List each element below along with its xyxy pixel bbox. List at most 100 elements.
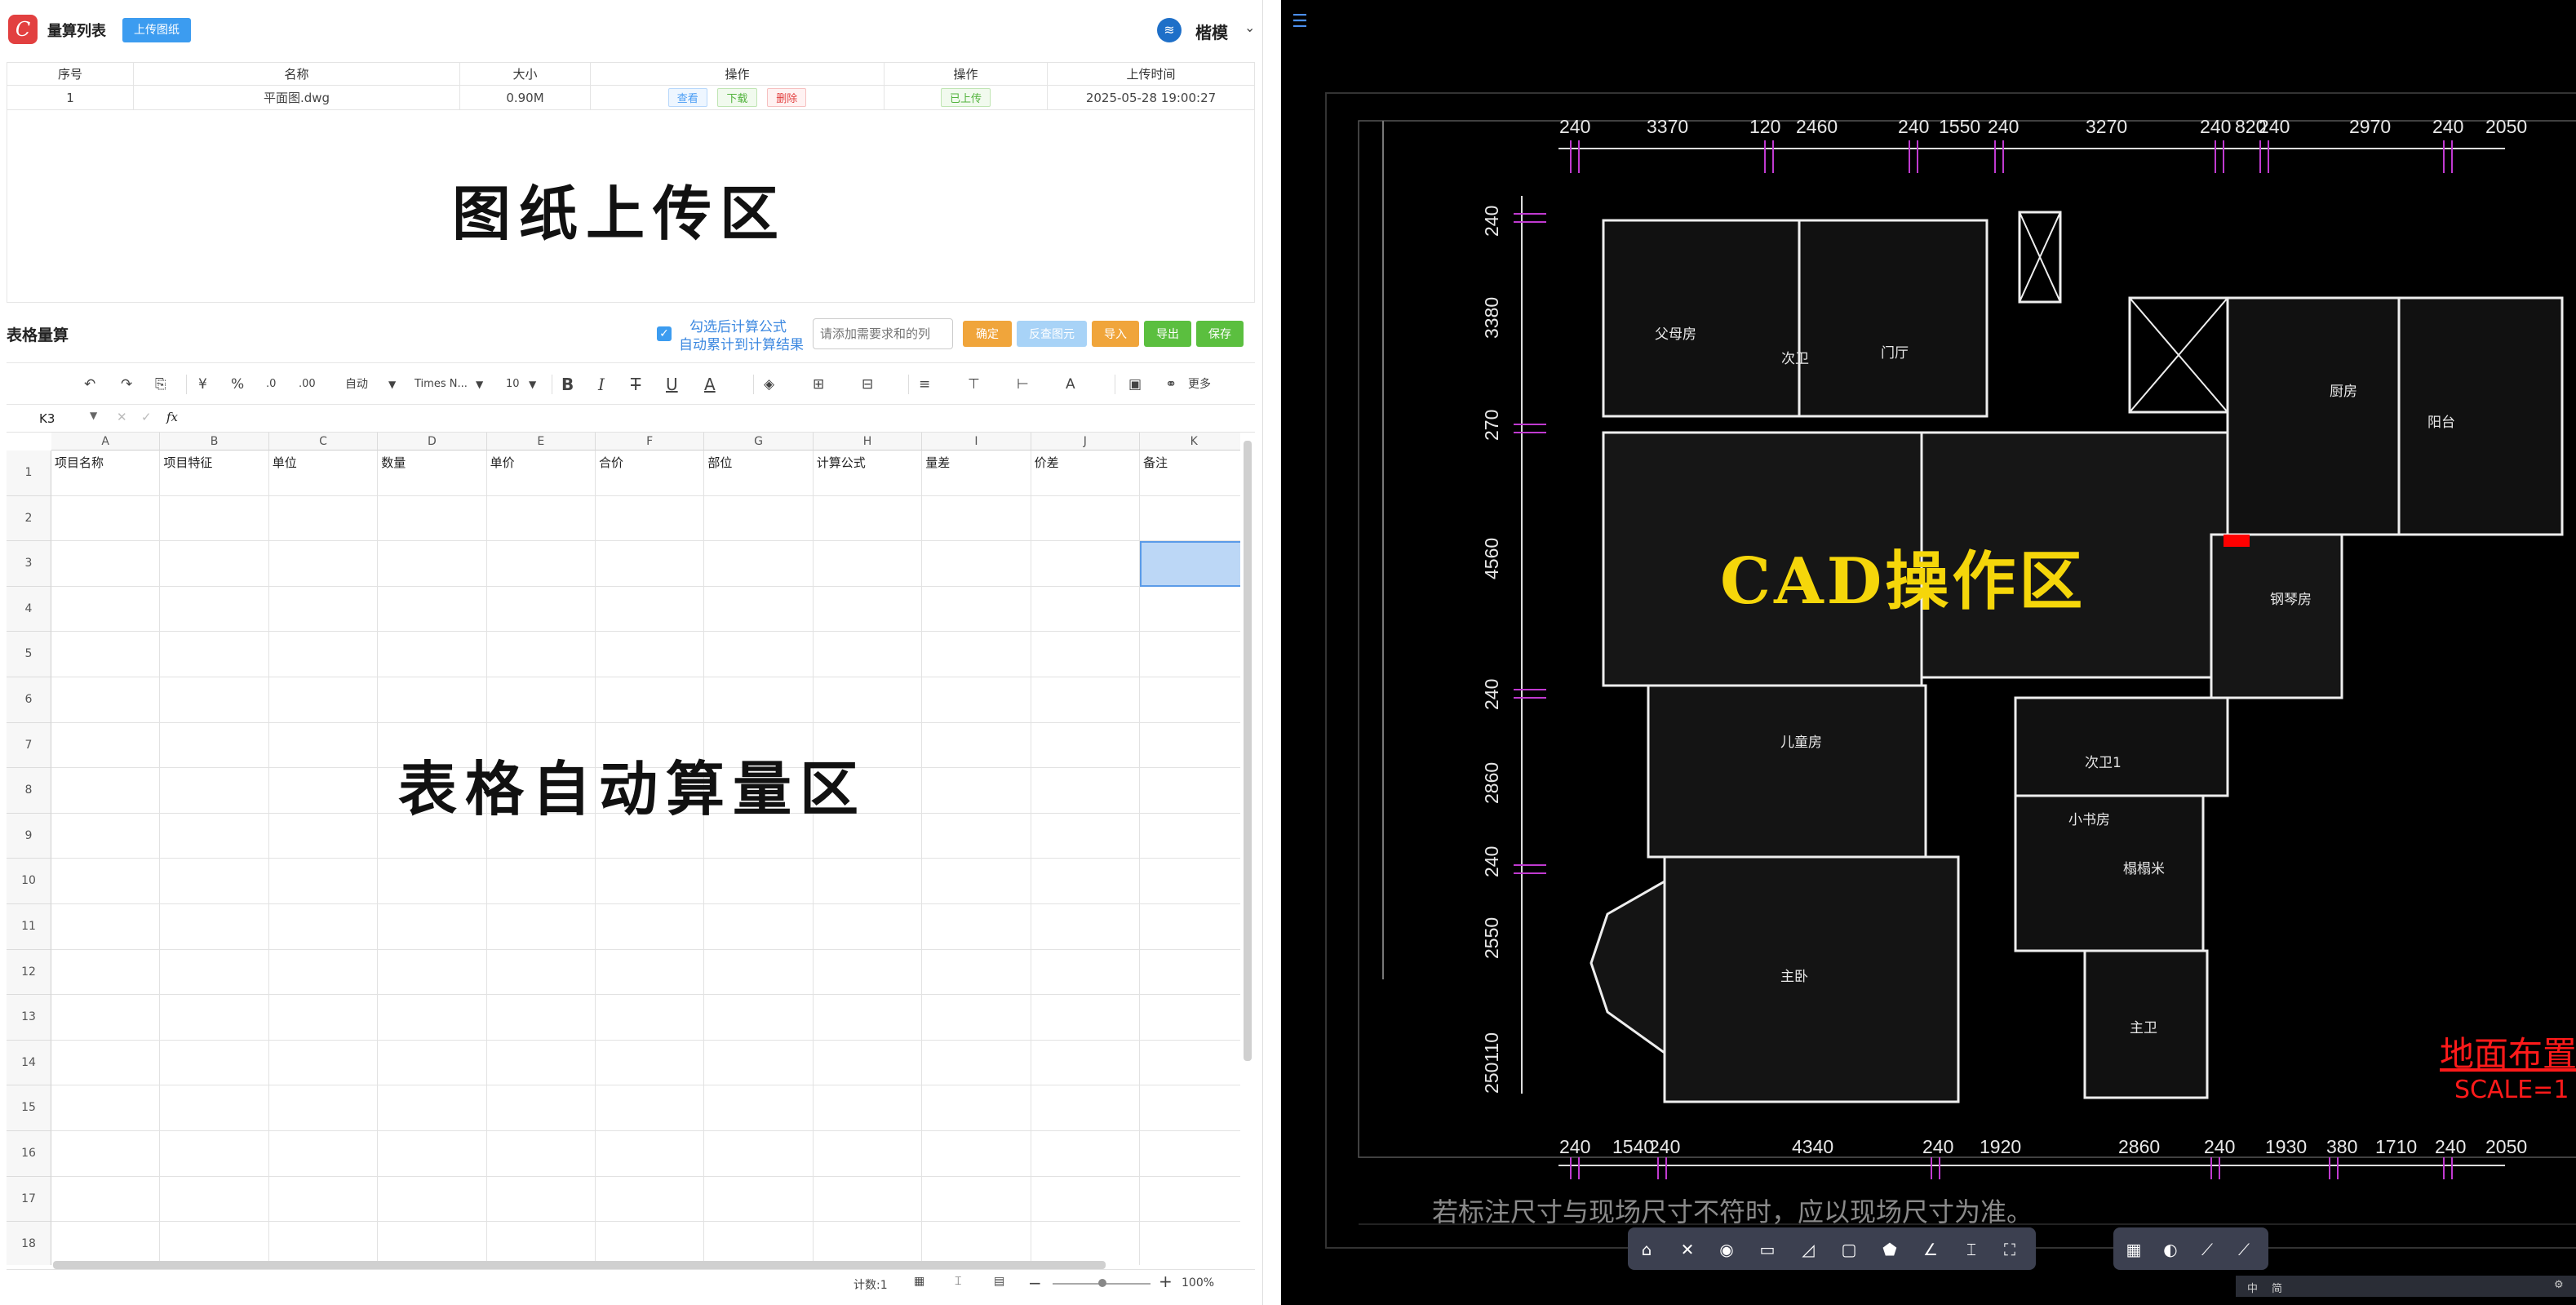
- cell-a10[interactable]: [51, 859, 161, 904]
- cell-a11[interactable]: [51, 904, 161, 950]
- cell-g7[interactable]: [704, 722, 814, 769]
- cell-g10[interactable]: [704, 859, 814, 904]
- angle-icon[interactable]: ∠: [1923, 1240, 1938, 1259]
- cell-h15[interactable]: [813, 1085, 923, 1131]
- underline-icon[interactable]: U: [666, 375, 678, 394]
- cell-i10[interactable]: [922, 859, 1031, 904]
- cell-a16[interactable]: [51, 1131, 161, 1177]
- row-header[interactable]: 6: [7, 677, 51, 723]
- auto-sum-checkbox[interactable]: ✓: [657, 326, 672, 341]
- format-painter-icon[interactable]: ⎘: [155, 376, 166, 393]
- row-header[interactable]: 3: [7, 541, 51, 587]
- cell-j4[interactable]: [1031, 586, 1140, 633]
- cell-g3[interactable]: [704, 541, 814, 587]
- cell-g13[interactable]: [704, 995, 814, 1041]
- cell-k8[interactable]: [1140, 768, 1240, 814]
- cell-j7[interactable]: [1031, 722, 1140, 769]
- cell-a13[interactable]: [51, 995, 161, 1041]
- cell-f5[interactable]: [596, 632, 705, 677]
- import-button[interactable]: 导入: [1092, 321, 1139, 347]
- row-header[interactable]: 13: [7, 995, 51, 1041]
- cell-c9[interactable]: [268, 813, 379, 859]
- cell-a12[interactable]: [51, 949, 161, 996]
- cell-e13[interactable]: [486, 995, 596, 1041]
- cell-e8[interactable]: [486, 768, 596, 814]
- chevron-down-icon[interactable]: ▼: [388, 379, 397, 390]
- col-header-f[interactable]: F: [596, 433, 705, 451]
- cell-b18[interactable]: [160, 1222, 269, 1265]
- cell-a2[interactable]: [51, 495, 161, 542]
- currency-icon[interactable]: ¥: [198, 376, 207, 393]
- function-icon[interactable]: fx: [166, 410, 179, 424]
- cell-f9[interactable]: [596, 813, 705, 859]
- cell-i13[interactable]: [922, 995, 1031, 1041]
- confirm-icon[interactable]: ✓: [141, 410, 152, 424]
- cell-b2[interactable]: [160, 495, 269, 542]
- cell-c16[interactable]: [268, 1131, 379, 1177]
- cell-c17[interactable]: [268, 1176, 379, 1223]
- cell-k7[interactable]: [1140, 723, 1240, 769]
- cell-j8[interactable]: [1031, 768, 1140, 814]
- cell-h1[interactable]: 计算公式: [813, 451, 923, 496]
- cell-h6[interactable]: [813, 677, 923, 723]
- cell-e15[interactable]: [486, 1085, 596, 1131]
- cell-d3[interactable]: [378, 541, 487, 587]
- cell-i5[interactable]: [922, 632, 1031, 677]
- upload-zone[interactable]: 图纸上传区: [7, 110, 1255, 303]
- page-break-icon[interactable]: ⌶: [955, 1275, 962, 1288]
- row-header[interactable]: 15: [7, 1085, 51, 1131]
- col-header-e[interactable]: E: [486, 433, 596, 451]
- cell-i4[interactable]: [922, 586, 1031, 633]
- number-format-select[interactable]: 自动: [345, 378, 368, 391]
- normal-view-icon[interactable]: ▦: [914, 1275, 925, 1288]
- cell-d6[interactable]: [378, 677, 487, 723]
- cell-h17[interactable]: [813, 1176, 923, 1223]
- cell-h10[interactable]: [813, 859, 923, 904]
- merge-cells-icon[interactable]: ⊟: [862, 376, 874, 393]
- cell-g17[interactable]: [704, 1176, 814, 1223]
- cell-d17[interactable]: [378, 1176, 487, 1223]
- cell-h13[interactable]: [813, 995, 923, 1041]
- cell-e6[interactable]: [486, 677, 596, 723]
- wifi-icon[interactable]: ≋: [1157, 18, 1182, 42]
- cell-b11[interactable]: [160, 904, 269, 950]
- cell-j5[interactable]: [1031, 632, 1140, 677]
- lang-chinese[interactable]: 中: [2247, 1283, 2259, 1295]
- cell-c7[interactable]: [268, 722, 379, 769]
- export-button[interactable]: 导出: [1144, 321, 1191, 347]
- cell-e16[interactable]: [486, 1131, 596, 1177]
- zoom-in-icon[interactable]: +: [1159, 1272, 1173, 1291]
- cell-a8[interactable]: [51, 768, 161, 814]
- cell-d5[interactable]: [378, 632, 487, 677]
- cell-a5[interactable]: [51, 632, 161, 677]
- row-header[interactable]: 1: [7, 451, 51, 496]
- cell-a15[interactable]: [51, 1085, 161, 1131]
- cell-i2[interactable]: [922, 495, 1031, 542]
- cell-g12[interactable]: [704, 949, 814, 996]
- cell-i12[interactable]: [922, 949, 1031, 996]
- cell-i3[interactable]: [922, 541, 1031, 587]
- italic-icon[interactable]: I: [598, 375, 605, 394]
- undo-icon[interactable]: ↶: [84, 376, 96, 393]
- cell-i16[interactable]: [922, 1131, 1031, 1177]
- cell-h3[interactable]: [813, 541, 923, 587]
- cell-f15[interactable]: [596, 1085, 705, 1131]
- cell-e7[interactable]: [486, 722, 596, 769]
- view-button[interactable]: 查看: [667, 88, 707, 107]
- eraser-icon[interactable]: ⟋: [2238, 1240, 2250, 1259]
- cell-g2[interactable]: [704, 495, 814, 542]
- cell-h2[interactable]: [813, 495, 923, 542]
- cell-g16[interactable]: [704, 1131, 814, 1177]
- cell-d16[interactable]: [378, 1131, 487, 1177]
- cell-g4[interactable]: [704, 586, 814, 633]
- cell-d7[interactable]: [378, 722, 487, 769]
- col-header-i[interactable]: I: [922, 433, 1031, 451]
- cell-f13[interactable]: [596, 995, 705, 1041]
- cell-c5[interactable]: [268, 632, 379, 677]
- cell-c6[interactable]: [268, 677, 379, 723]
- cell-b5[interactable]: [160, 632, 269, 677]
- fill-color-icon[interactable]: ◈: [764, 376, 775, 393]
- cell-h4[interactable]: [813, 586, 923, 633]
- cell-b14[interactable]: [160, 1040, 269, 1086]
- increase-decimal-icon[interactable]: .00: [299, 378, 316, 390]
